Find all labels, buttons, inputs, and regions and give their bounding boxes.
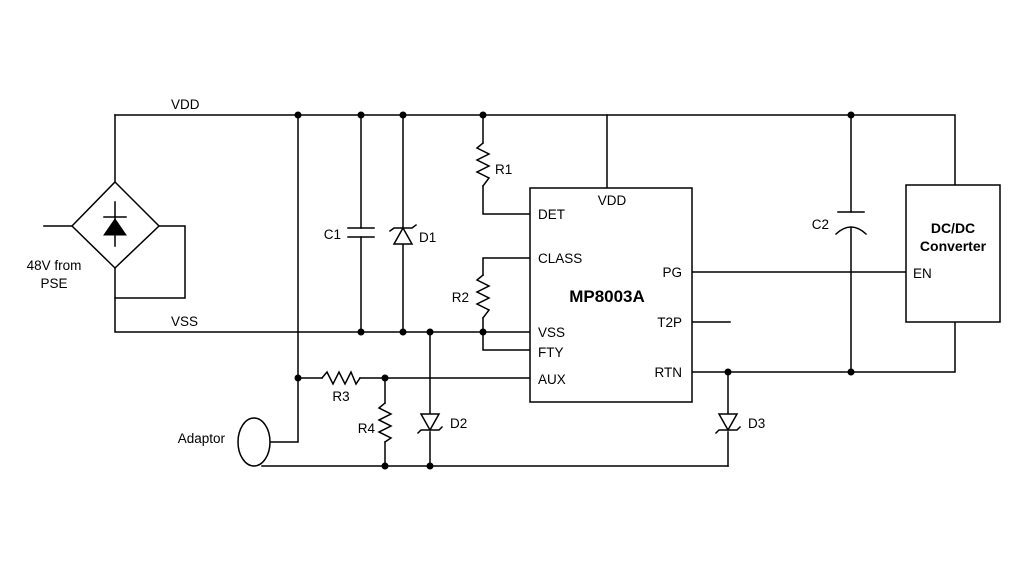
junction-dots [294,111,855,470]
r2-label: R2 [452,290,469,305]
d3-label: D3 [748,416,765,431]
ic-pin-pg: PG [662,265,682,280]
c1-label: C1 [324,227,341,242]
rtn-wire [691,321,956,373]
vdd-rail [114,114,956,186]
d1-label: D1 [419,230,436,245]
d2-label: D2 [450,416,467,431]
ic-pin-rtn: RTN [654,365,682,380]
class-wire [482,257,531,276]
r4-label: R4 [358,421,376,436]
ic-pin-class: CLASS [538,251,582,266]
r3-resistor [320,370,362,386]
converter-title-line1: DC/DC [931,220,975,236]
ic-pin-fty: FTY [538,345,564,360]
vss-rail [114,267,531,333]
ic-pin-t2p: T2P [657,315,682,330]
source-label-line1: 48V from [27,258,82,273]
d1-zener-diode [388,223,418,245]
bridge-rectifier [70,180,161,270]
bridge-right-lead [114,225,186,299]
ic-pin-aux: AUX [538,372,566,387]
fty-wire [482,331,531,351]
dcdc-converter-box [905,184,1001,323]
c2-label: C2 [812,217,829,232]
r2-resistor [475,273,491,320]
r1-label: R1 [495,162,512,177]
source-label-line2: PSE [40,276,67,291]
c2-capacitor [834,211,868,236]
c1-capacitor [347,227,375,238]
adaptor-label: Adaptor [178,431,226,446]
r1-resistor [475,141,491,188]
ic-part-name: MP8003A [569,287,645,306]
ic-pin-vdd: VDD [598,193,627,208]
adaptor-positive-wire [269,114,299,443]
vdd-net-label: VDD [171,97,200,112]
wires [43,114,956,467]
ic-pin-vss: VSS [538,325,565,340]
d2-diode [416,413,444,435]
ic-pin-det: DET [538,207,565,222]
mp8003a-chip [529,187,693,403]
r4-resistor [377,401,393,444]
vss-net-label: VSS [171,314,198,329]
r3-label: R3 [332,389,349,404]
d3-diode [714,413,742,435]
converter-pin-en: EN [913,266,932,281]
r1-det-wire [482,185,531,215]
converter-title-line2: Converter [920,238,987,254]
adaptor-jack [237,417,271,467]
